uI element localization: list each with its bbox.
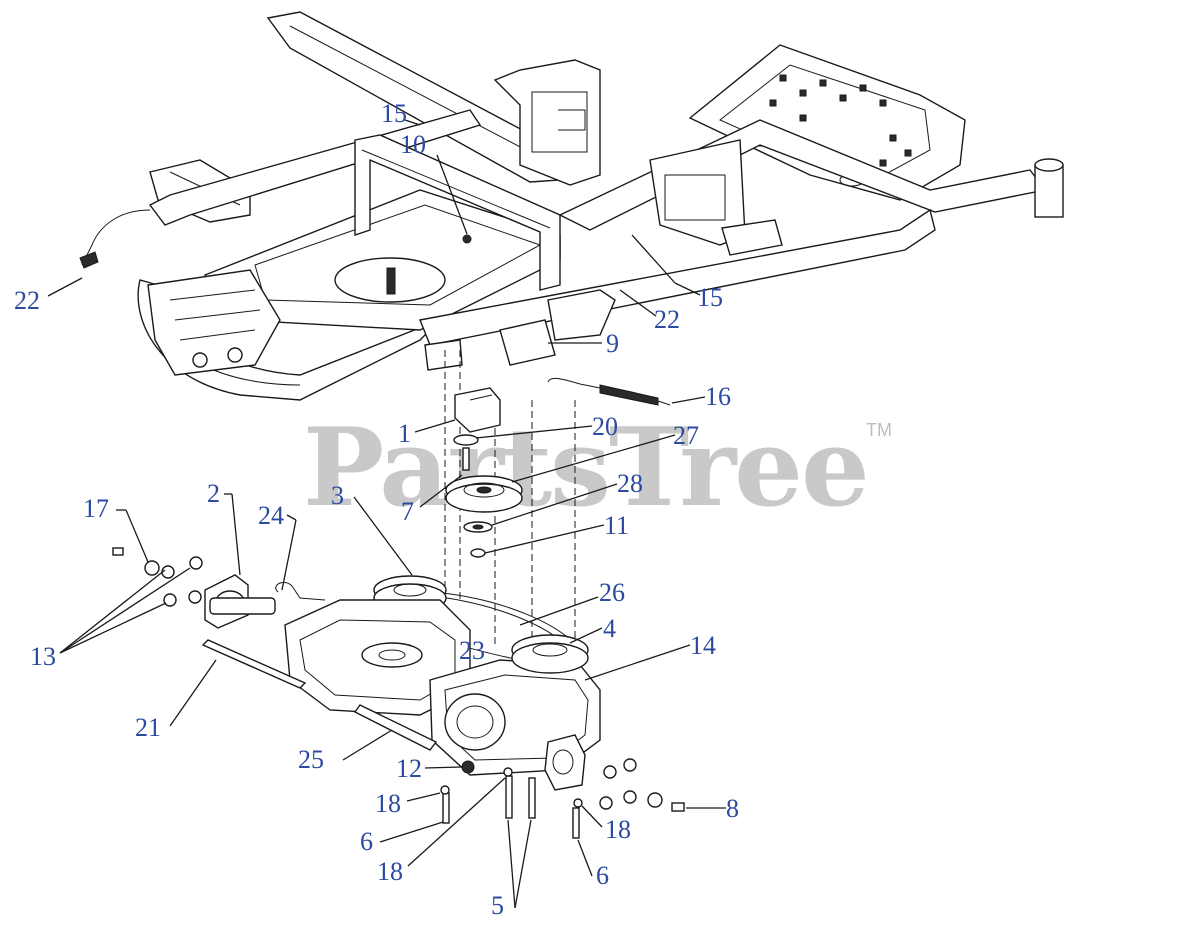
callout-4: 4 [603,614,616,643]
callout-21: 21 [135,713,161,742]
callout-14: 14 [690,631,716,660]
callout-labels: 15 10 22 22 15 9 16 1 20 27 28 7 11 17 2… [14,99,739,920]
callout-28: 28 [617,469,643,498]
callout-20: 20 [592,412,618,441]
callout-22-right: 22 [654,305,680,334]
callout-3: 3 [331,481,344,510]
transaxle-assembly [112,547,685,839]
callout-5: 5 [491,891,504,920]
callout-10: 10 [400,130,426,159]
callout-6-right: 6 [596,861,609,890]
callout-8: 8 [726,794,739,823]
callout-18-lower: 18 [377,857,403,886]
watermark-text: PartsTree [303,405,868,531]
callout-15-lower: 15 [697,283,723,312]
idler-assembly [444,350,671,650]
callout-18-right: 18 [605,815,631,844]
callout-11: 11 [604,511,629,540]
leader-lines [47,119,726,909]
callout-16: 16 [705,382,731,411]
callout-17: 17 [83,494,109,523]
callout-6-left: 6 [360,827,373,856]
callout-25: 25 [298,745,324,774]
mower-frame [79,11,1064,401]
callout-18-upper: 18 [375,789,401,818]
callout-22-left: 22 [14,286,40,315]
callout-2: 2 [207,479,220,508]
callout-13: 13 [30,642,56,671]
callout-15-upper: 15 [381,99,407,128]
callout-7: 7 [401,497,414,526]
watermark-trademark: TM [866,420,892,440]
callout-1: 1 [398,419,411,448]
callout-26: 26 [599,578,625,607]
callout-23: 23 [459,636,485,665]
callout-24: 24 [258,501,284,530]
callout-9: 9 [606,329,619,358]
callout-27: 27 [673,421,699,450]
callout-12: 12 [396,754,422,783]
